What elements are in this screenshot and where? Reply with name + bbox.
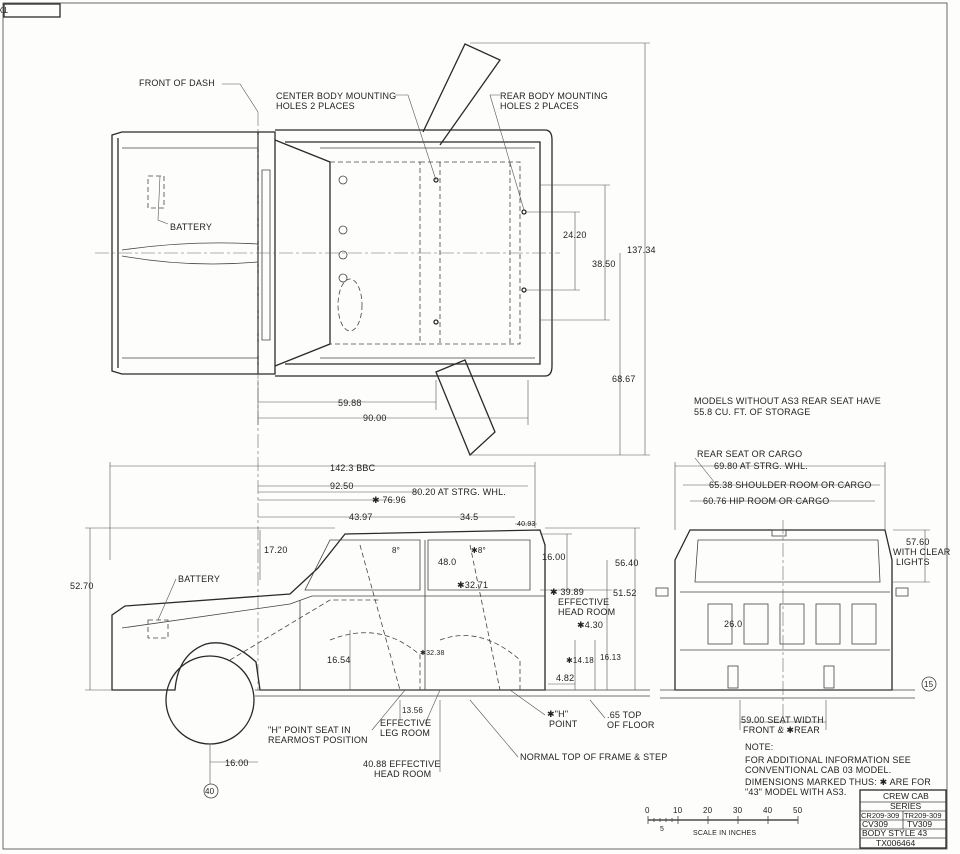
- dim-24-20: 24.20: [563, 230, 587, 240]
- rear-seat-label: REAR SEAT OR CARGO: [697, 449, 802, 459]
- seat-width-b: FRONT & ✱REAR: [743, 725, 820, 735]
- h-point-2-label-2: POINT: [549, 719, 578, 729]
- dim-80-20: 80.20 AT STRG. WHL.: [412, 487, 506, 497]
- dim-43-97: 43.97: [349, 512, 373, 522]
- corner-stamp-text: TX006464: [0, 5, 8, 14]
- models-note-1: MODELS WITHOUT AS3 REAR SEAT HAVE: [694, 396, 881, 406]
- dim-65-38: 65.38 SHOULDER ROOM OR CARGO: [709, 480, 872, 490]
- top-battery-label: BATTERY: [170, 222, 212, 232]
- leg-room-label-2: LEG ROOM: [380, 728, 430, 738]
- scale-tick-50: 50: [793, 806, 803, 815]
- dim-32-38: ✱32.38: [420, 649, 445, 657]
- front-of-dash-label: FRONT OF DASH: [139, 78, 215, 88]
- leg-room-label-1: EFFECTIVE: [380, 718, 431, 728]
- top-floor-label-2: OF FLOOR: [607, 720, 655, 730]
- dim-26-0: 26.0: [724, 619, 742, 629]
- h-point-2-label-1: ✱"H": [547, 709, 568, 719]
- dim-17-20: 17.20: [264, 545, 288, 555]
- title-block-body-style: BODY STYLE 43: [862, 828, 927, 838]
- head-room-2-a: 40.88 EFFECTIVE: [363, 759, 441, 769]
- callout-40-text: 40: [205, 787, 215, 796]
- side-battery-label: BATTERY: [178, 574, 220, 584]
- title-block-title: CREW CAB: [883, 791, 929, 801]
- dim-16-13: 16.13: [600, 653, 621, 662]
- dim-92-50: 92.50: [330, 481, 354, 491]
- dim-14-18: ✱14.18: [566, 656, 594, 665]
- scale-tick-30: 30: [733, 806, 743, 815]
- title-block-r2b: TV309: [907, 819, 932, 829]
- scale-tick-5: 5: [660, 826, 664, 833]
- rear-view: [655, 457, 930, 730]
- scale-tick-20: 20: [703, 806, 713, 815]
- title-block-r1b: TR209-309: [904, 811, 942, 820]
- dim-48-0: 48.0: [438, 557, 456, 567]
- head-room-1-c: HEAD ROOM: [558, 607, 615, 617]
- dim-16-00b: 16.00: [225, 758, 249, 768]
- scale-label: SCALE IN INCHES: [693, 830, 756, 837]
- dim-16-00: 16.00: [542, 552, 566, 562]
- dim-68-67: 68.67: [612, 374, 636, 384]
- corner-stamp: TX006464: [0, 3, 61, 18]
- dim-16-54: 16.54: [327, 655, 351, 665]
- dim-57-60-b: WITH CLEAR: [893, 547, 951, 557]
- dim-56-40: 56.40: [615, 558, 639, 568]
- seat-width-a: 59.00 SEAT WIDTH: [741, 715, 824, 725]
- note-line-4: "43" MODEL WITH AS3.: [745, 787, 847, 797]
- dim-57-60-c: LIGHTS: [896, 557, 930, 567]
- head-room-1-b: EFFECTIVE: [558, 597, 609, 607]
- center-mount-label-1: CENTER BODY MOUNTING: [276, 91, 396, 101]
- scale-tick-10: 10: [673, 806, 683, 815]
- dim-90-00: 90.00: [363, 413, 387, 423]
- dim-8b: ✱8°: [471, 546, 486, 555]
- h-point-label-1: "H" POINT SEAT IN: [268, 725, 351, 735]
- dim-51-52: 51.52: [613, 588, 637, 598]
- dim-59-88: 59.88: [338, 398, 362, 408]
- callout-circle-40: [203, 783, 219, 799]
- rear-mount-label-2: HOLES 2 PLACES: [500, 101, 579, 111]
- dim-142-3: 142.3 BBC: [330, 463, 376, 473]
- dim-4-82: 4.82: [556, 673, 574, 683]
- title-block-r2a: CV309: [862, 819, 888, 829]
- dim-76-96: ✱ 76.96: [372, 495, 406, 505]
- sheet-border: [2, 2, 948, 850]
- title-block-number: TX006464: [876, 838, 915, 848]
- rear-mount-label-1: REAR BODY MOUNTING: [500, 91, 608, 101]
- dim-40-93: 40.93: [517, 521, 536, 528]
- title-block-r1a: CR209-309: [861, 811, 899, 820]
- dim-69-80: 69.80 AT STRG. WHL.: [714, 461, 808, 471]
- dim-8a: 8°: [392, 546, 400, 555]
- dim-52-70: 52.70: [70, 581, 94, 591]
- dim-60-76: 60.76 HIP ROOM OR CARGO: [703, 496, 829, 506]
- side-view: [85, 462, 650, 784]
- title-block: [859, 789, 947, 849]
- dim-13-56: 13.56: [402, 706, 423, 715]
- note-line-1: FOR ADDITIONAL INFORMATION SEE: [745, 755, 911, 765]
- top-view: [95, 42, 650, 690]
- dim-137-34: 137.34: [627, 245, 656, 255]
- dim-38-50: 38.50: [592, 259, 616, 269]
- dim-32-71: ✱32.71: [457, 580, 488, 590]
- note-line-3: DIMENSIONS MARKED THUS: ✱ ARE FOR: [745, 777, 931, 787]
- note-line-2: CONVENTIONAL CAB 03 MODEL.: [745, 765, 891, 775]
- scale-tick-40: 40: [763, 806, 773, 815]
- head-room-2-b: HEAD ROOM: [374, 769, 431, 779]
- callout-circle-15: [921, 676, 937, 692]
- scale-bar: [647, 816, 799, 824]
- scale-tick-0: 0: [645, 806, 650, 815]
- h-point-label-2: REARMOST POSITION: [268, 735, 368, 745]
- center-mount-label-2: HOLES 2 PLACES: [276, 101, 355, 111]
- dim-4-30: ✱4.30: [577, 620, 603, 630]
- title-block-series: SERIES: [890, 801, 922, 811]
- note-title: NOTE:: [745, 742, 774, 752]
- callout-15-text: 15: [924, 680, 934, 689]
- frame-step-label: NORMAL TOP OF FRAME & STEP: [520, 752, 667, 762]
- head-room-1-a: ✱ 39.89: [550, 587, 584, 597]
- top-floor-label-1: .65 TOP: [607, 710, 642, 720]
- dim-34-5: 34.5: [460, 512, 478, 522]
- dim-57-60-a: 57.60: [906, 537, 930, 547]
- models-note-2: 55.8 CU. FT. OF STORAGE: [694, 407, 810, 417]
